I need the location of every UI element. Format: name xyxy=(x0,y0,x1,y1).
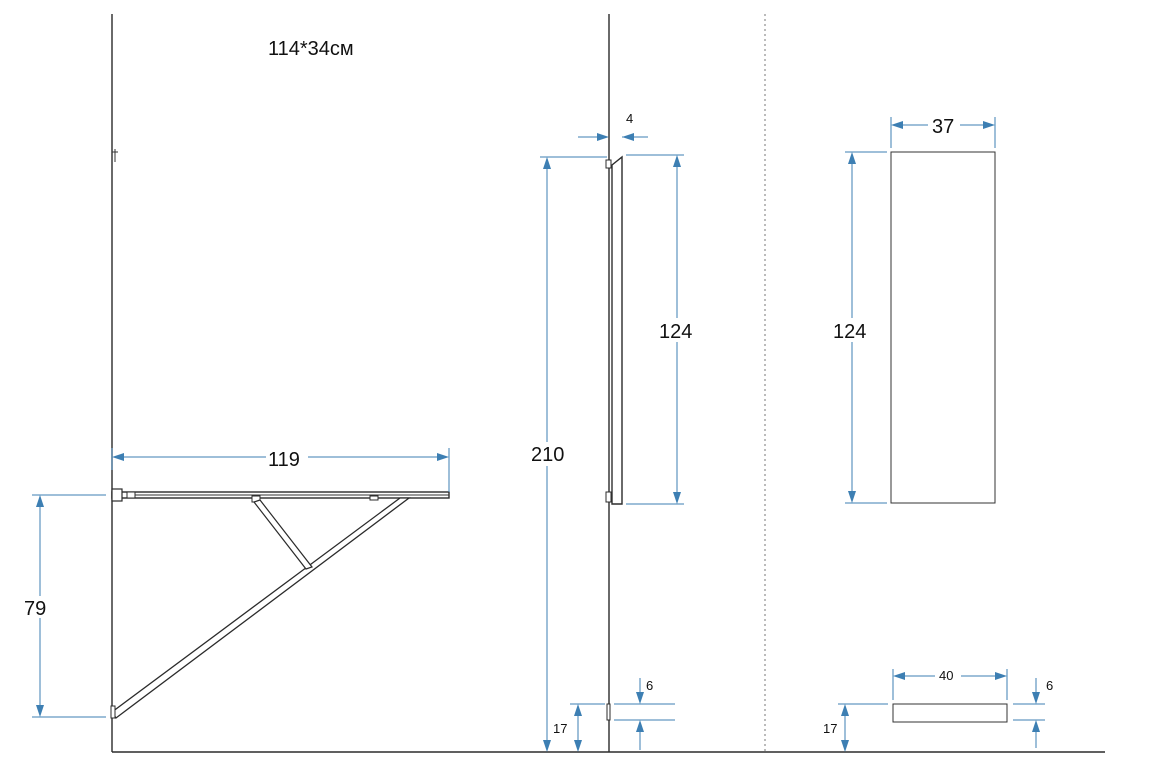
folded-cabinet xyxy=(611,155,623,505)
dim-plinth-offset-label: 17 xyxy=(823,721,837,736)
lower-hinge xyxy=(110,705,116,719)
dim-plinth-height-label: 6 xyxy=(1046,678,1053,693)
dim-table-height: 79 xyxy=(22,494,106,718)
wall-bracket-mark xyxy=(112,149,118,162)
front-view: 37 124 40 xyxy=(823,113,1053,752)
dim-bottom-rail: 6 xyxy=(614,678,675,750)
dim-wall-height: 210 xyxy=(528,156,607,752)
side-view: 119 79 xyxy=(22,14,450,752)
support-leg xyxy=(111,497,411,719)
table-top xyxy=(111,488,450,503)
dim-wall-height-label: 210 xyxy=(531,444,564,466)
dim-bottom-gap-label: 17 xyxy=(553,721,567,736)
dim-cabinet-depth: 4 xyxy=(578,111,648,141)
front-plinth xyxy=(892,703,1008,723)
front-cabinet xyxy=(890,151,996,504)
dim-table-height-label: 79 xyxy=(24,598,46,620)
dim-plinth-offset: 17 xyxy=(823,703,888,752)
dim-plinth-height: 6 xyxy=(1013,678,1053,748)
dim-bottom-rail-label: 6 xyxy=(646,678,653,693)
dim-cabinet-height-label: 124 xyxy=(659,321,692,343)
dim-plinth-width: 40 xyxy=(892,666,1008,700)
dim-cabinet-width-label: 37 xyxy=(932,116,954,138)
drawing-caption: 114*34см xyxy=(268,38,354,60)
folded-view: 4 210 124 17 xyxy=(528,14,699,752)
dim-plinth-width-label: 40 xyxy=(939,668,953,683)
dim-bottom-gap: 17 xyxy=(553,703,605,752)
dim-front-cabinet-height: 124 xyxy=(831,151,887,504)
dim-cabinet-depth-label: 4 xyxy=(626,111,633,126)
dim-table-length-label: 119 xyxy=(268,449,300,471)
dim-front-cabinet-height-label: 124 xyxy=(833,321,866,343)
folded-leg xyxy=(606,703,611,721)
dim-table-length: 119 xyxy=(111,446,450,492)
dim-cabinet-width: 37 xyxy=(890,113,996,148)
dim-cabinet-height: 124 xyxy=(626,154,699,505)
folding-strut xyxy=(253,499,313,570)
